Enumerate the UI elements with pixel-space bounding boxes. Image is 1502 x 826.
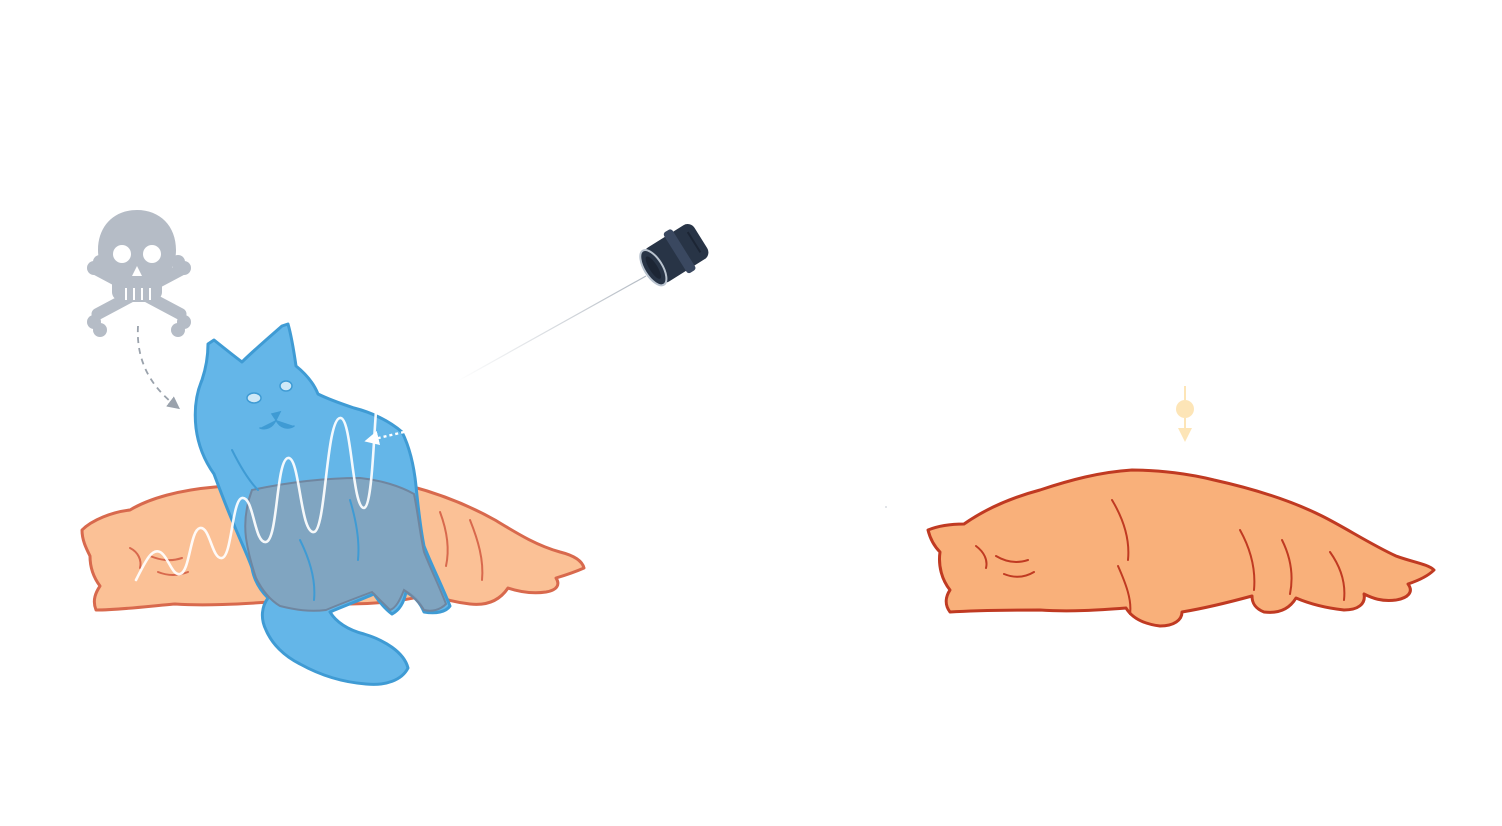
skull-eye-right [143, 245, 161, 263]
skull-nose [132, 266, 142, 276]
skull-crossbones-icon [87, 210, 191, 337]
photon-dot [1176, 400, 1194, 418]
detector-band [663, 229, 696, 274]
awake-cat-eye-right [279, 380, 293, 392]
superposition-group [80, 210, 586, 686]
wave-function-icon [134, 398, 405, 582]
wave-function-curve [134, 398, 380, 582]
sleeping-cat-right-body [926, 468, 1436, 628]
sleeping-cat-right [926, 468, 1436, 628]
sleeping-cat-right-legs [1111, 499, 1346, 615]
collapsed-state-group [926, 386, 1436, 628]
sleeping-cat-left-face [129, 547, 189, 576]
awake-cat-fur-lines [231, 449, 360, 601]
dashed-arrow [136, 325, 180, 410]
awake-cat-nose [259, 410, 295, 430]
sleeping-cat-right-face [975, 545, 1035, 578]
skull-eye-left [113, 245, 131, 263]
sleeping-cat-left-legs [439, 511, 484, 581]
photon-arrow-icon [1176, 386, 1194, 442]
overlap-region [244, 476, 448, 612]
speck [885, 506, 887, 508]
detector-beam [455, 275, 647, 383]
radiation-detector-icon [455, 224, 709, 383]
awake-cat-eye-left [246, 392, 262, 404]
skull-teeth [125, 288, 151, 300]
skull [98, 210, 176, 302]
